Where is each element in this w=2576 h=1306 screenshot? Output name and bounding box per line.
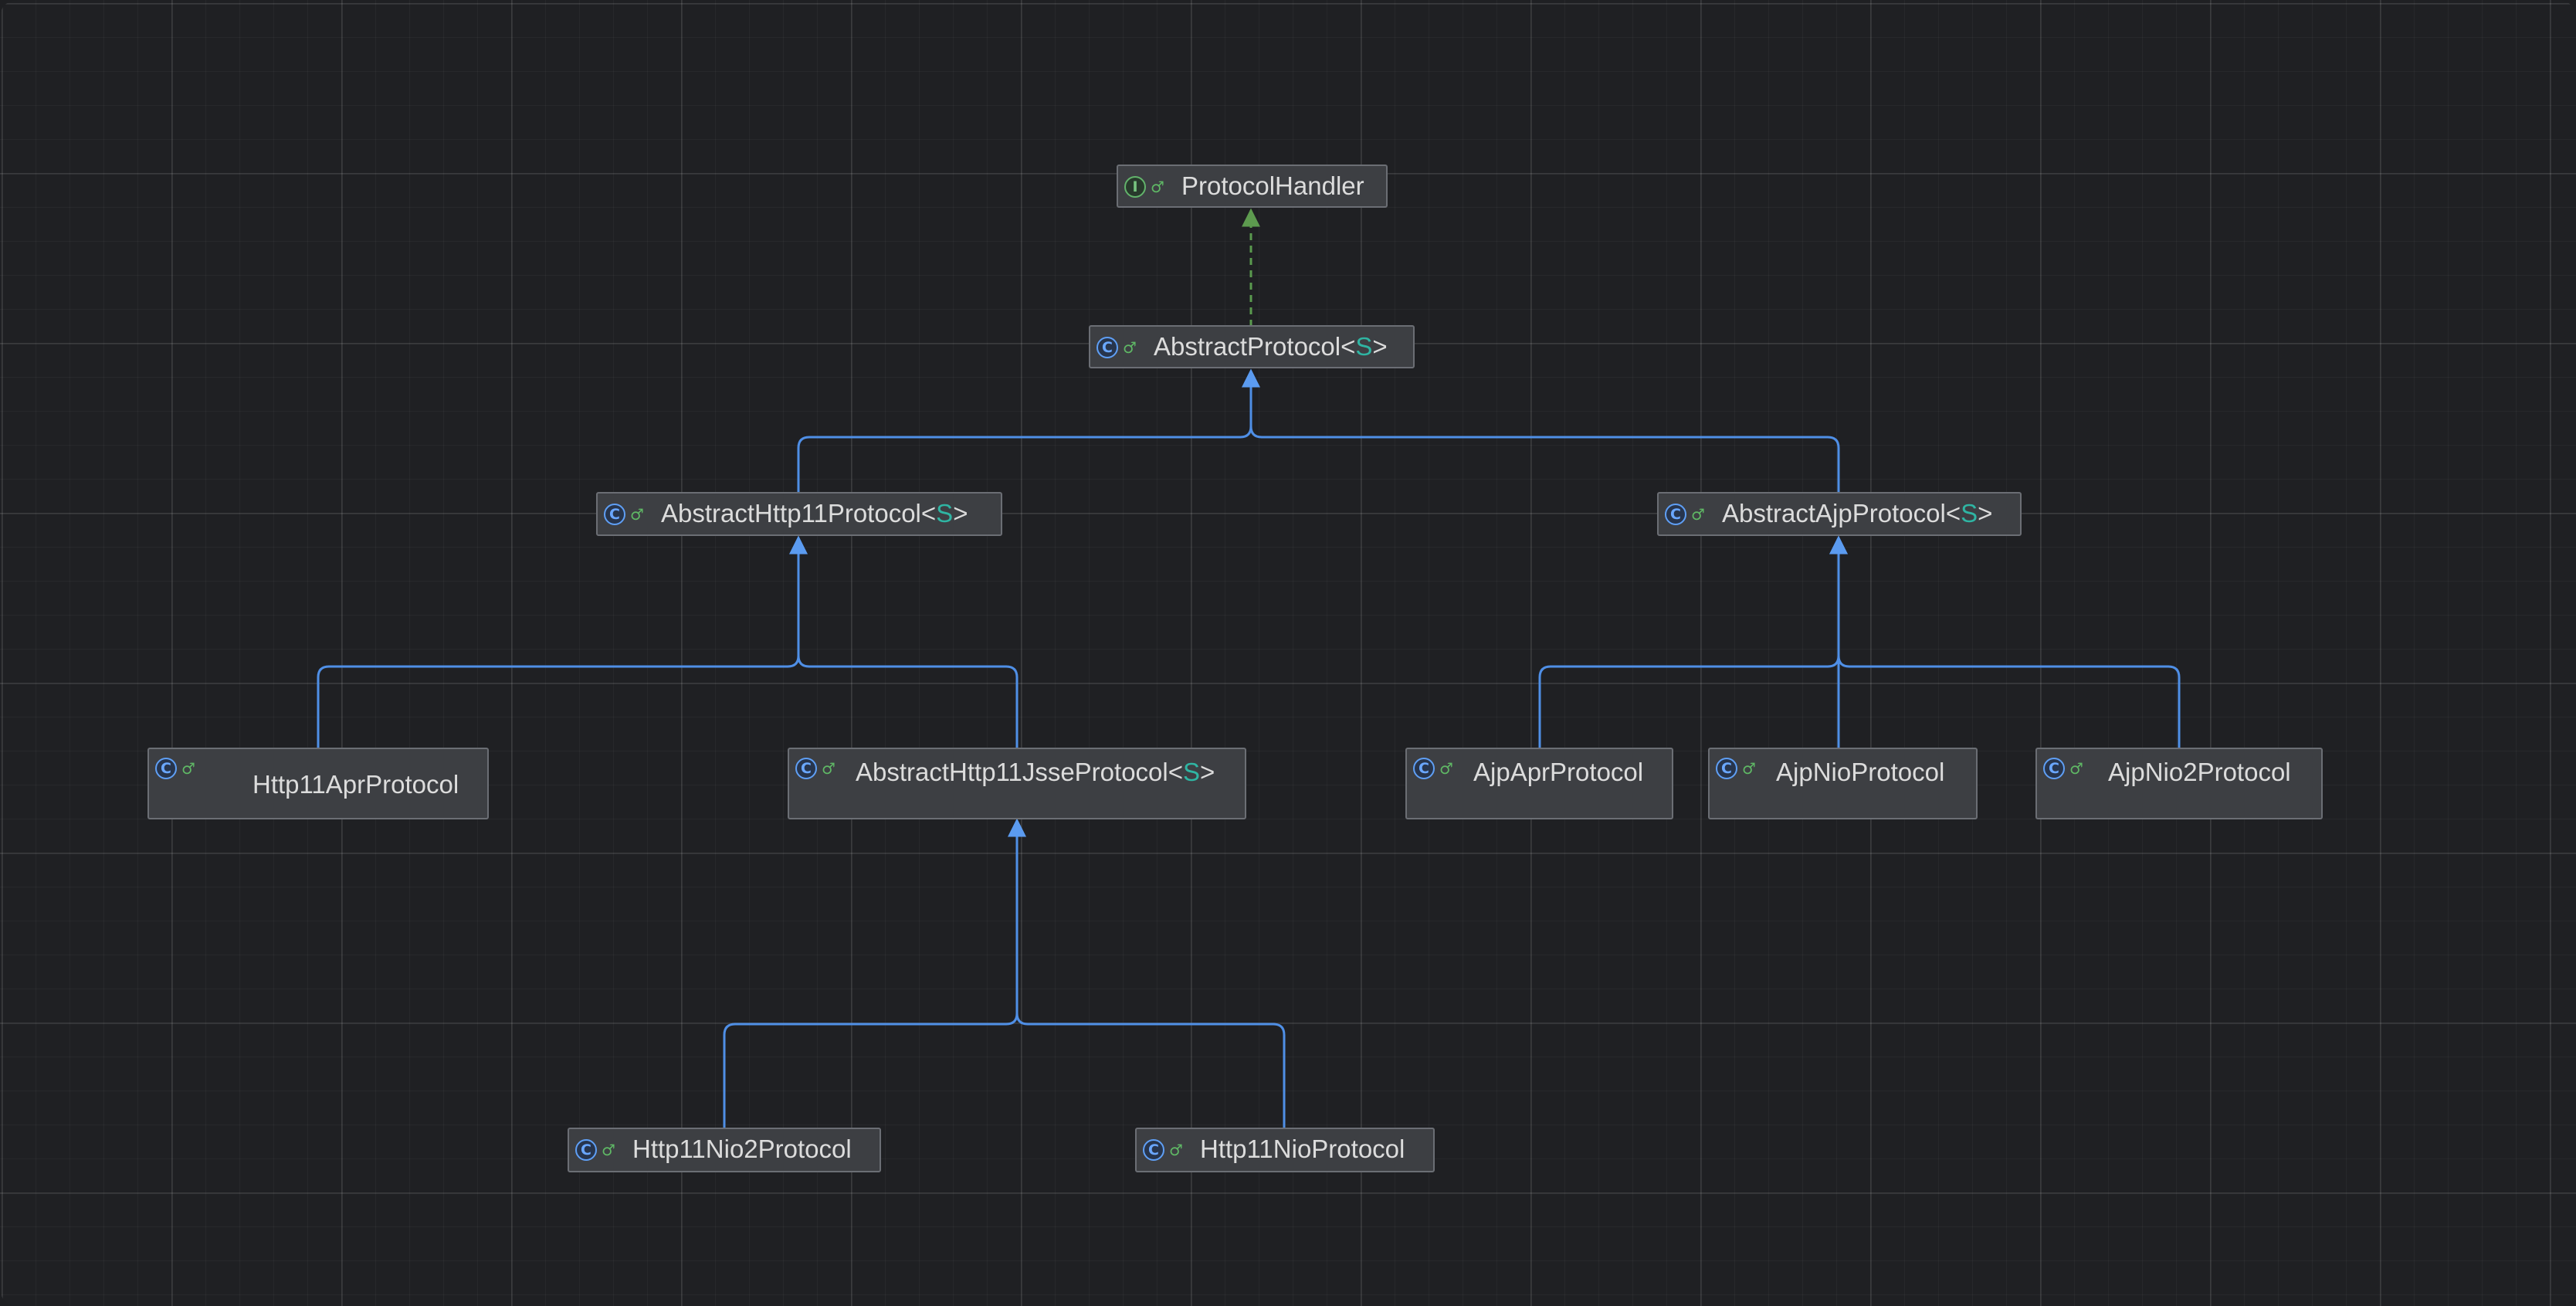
class-icon: C (604, 504, 625, 525)
edge-abstracthttp11protocol-extends-abstractprotocol (797, 368, 1260, 492)
class-icon: C (1665, 504, 1686, 525)
node-name: AjpNio2Protocol (2108, 758, 2291, 786)
node-ajpnioprotocol[interactable]: C ♂ AjpNioProtocol (1708, 748, 1978, 819)
edge-http11nio2protocol-extends-abstracthttp11jsseprotocol (723, 818, 1026, 1128)
node-abstractajpprotocol[interactable]: C ♂ AbstractAjpProtocol<S> (1657, 492, 2022, 536)
node-http11aprprotocol[interactable]: C ♂ Http11AprProtocol (147, 748, 489, 819)
public-visibility-icon: ♂ (1742, 759, 1756, 778)
class-icon: C (1413, 758, 1435, 779)
node-http11nio2protocol[interactable]: C ♂ Http11Nio2Protocol (568, 1128, 881, 1172)
node-http11nioprotocol[interactable]: C ♂ Http11NioProtocol (1135, 1128, 1435, 1172)
class-icon: C (155, 758, 177, 779)
node-name: ProtocolHandler (1181, 171, 1364, 200)
node-name: AbstractProtocol (1154, 332, 1341, 361)
node-name: AjpNioProtocol (1776, 758, 1945, 786)
class-icon: C (1143, 1139, 1164, 1161)
class-icon: C (1716, 758, 1737, 779)
node-name: Http11NioProtocol (1200, 1135, 1405, 1163)
public-visibility-icon: ♂ (1169, 1141, 1183, 1159)
class-icon: C (795, 758, 817, 779)
public-visibility-icon: ♂ (1123, 338, 1137, 357)
class-icon: C (2043, 758, 2065, 779)
type-parameter: S (1961, 499, 1978, 527)
node-name: AbstractHttp11JsseProtocol (856, 758, 1168, 786)
node-abstracthttp11protocol[interactable]: C ♂ AbstractHttp11Protocol<S> (596, 492, 1002, 536)
type-parameter: S (1183, 758, 1201, 786)
node-abstractprotocol[interactable]: C ♂ AbstractProtocol<S> (1089, 325, 1415, 368)
node-abstracthttp11jsseprotocol[interactable]: C ♂ AbstractHttp11JsseProtocol<S> (788, 748, 1246, 819)
edge-ajpaprprotocol-extends-abstractajpprotocol (1538, 535, 1848, 748)
node-ajpnio2protocol[interactable]: C ♂ AjpNio2Protocol (2035, 748, 2323, 819)
class-icon: C (1096, 337, 1118, 358)
edge-ajpnio2protocol-extends-abstractajpprotocol (1829, 535, 2181, 748)
node-protocolhandler[interactable]: I ♂ ProtocolHandler (1117, 165, 1388, 208)
edge-abstracthttp11jsseprotocol-extends-abstracthttp11protocol (789, 535, 1019, 748)
public-visibility-icon: ♂ (1691, 505, 1705, 524)
edge-abstractajpprotocol-extends-abstractprotocol (1242, 368, 1840, 492)
public-visibility-icon: ♂ (1439, 759, 1453, 778)
node-name: AbstractAjpProtocol (1722, 499, 1946, 527)
class-icon: C (575, 1139, 597, 1161)
node-name: AbstractHttp11Protocol (661, 499, 921, 527)
node-name: Http11AprProtocol (253, 770, 459, 799)
type-parameter: S (1355, 332, 1373, 361)
edge-http11aprprotocol-extends-abstracthttp11protocol (317, 535, 808, 748)
type-parameter: S (936, 499, 954, 527)
public-visibility-icon: ♂ (822, 759, 836, 778)
node-name: Http11Nio2Protocol (632, 1135, 852, 1163)
public-visibility-icon: ♂ (630, 505, 644, 524)
public-visibility-icon: ♂ (2069, 759, 2083, 778)
public-visibility-icon: ♂ (1151, 178, 1164, 196)
node-ajpaprprotocol[interactable]: C ♂ AjpAprProtocol (1405, 748, 1673, 819)
public-visibility-icon: ♂ (602, 1141, 615, 1159)
public-visibility-icon: ♂ (181, 759, 195, 778)
interface-icon: I (1124, 176, 1146, 198)
node-name: AjpAprProtocol (1473, 758, 1644, 786)
edge-http11nioprotocol-extends-abstracthttp11jsseprotocol (1008, 818, 1286, 1128)
